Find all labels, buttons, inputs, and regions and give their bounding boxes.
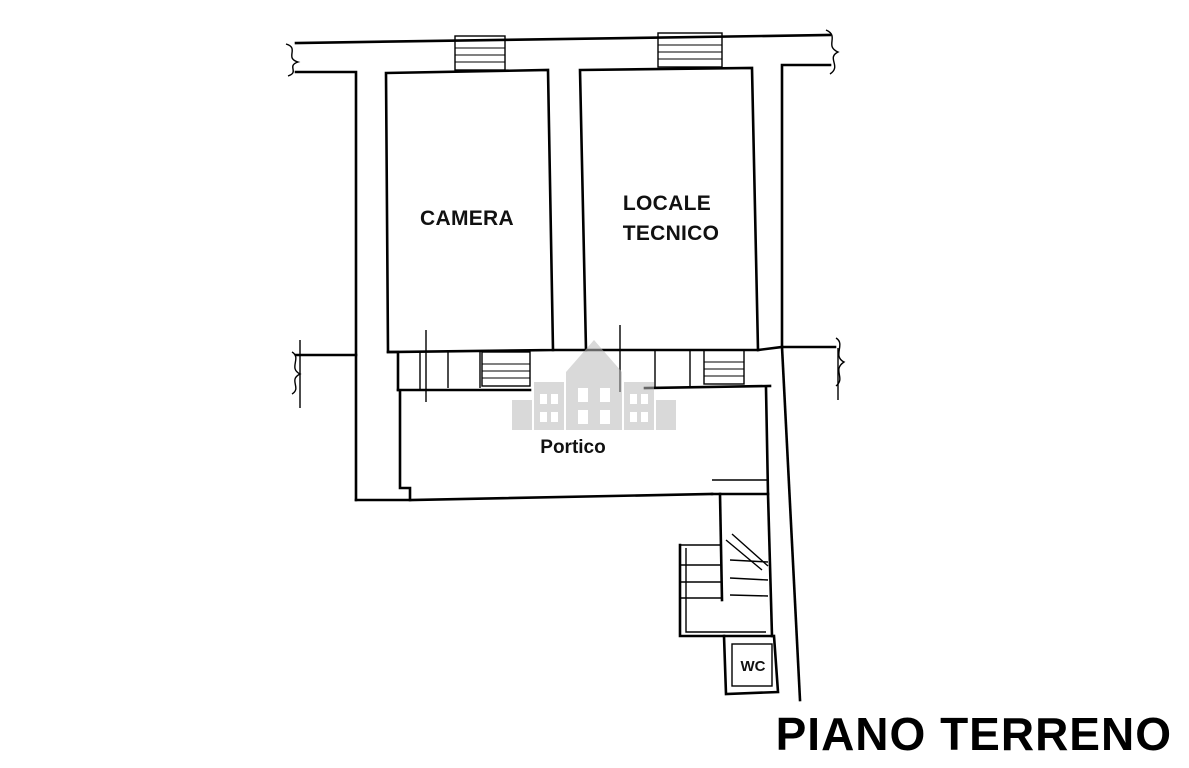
label-portico: Portico [540, 437, 605, 458]
middle-window-left [481, 351, 531, 387]
top-wall [285, 29, 846, 408]
label-camera: CAMERA [420, 207, 514, 230]
room-wc [722, 634, 780, 696]
middle-window-right [703, 349, 745, 385]
plan-title: PIANO TERRENO [776, 708, 1172, 760]
staircase [678, 492, 774, 638]
building-watermark-icon [512, 340, 676, 430]
label-wc: WC [741, 658, 766, 675]
label-locale-tecnico-line1: LOCALE [623, 192, 711, 215]
label-locale-tecnico-line2: TECNICO [623, 222, 720, 245]
top-window-right [657, 32, 723, 68]
